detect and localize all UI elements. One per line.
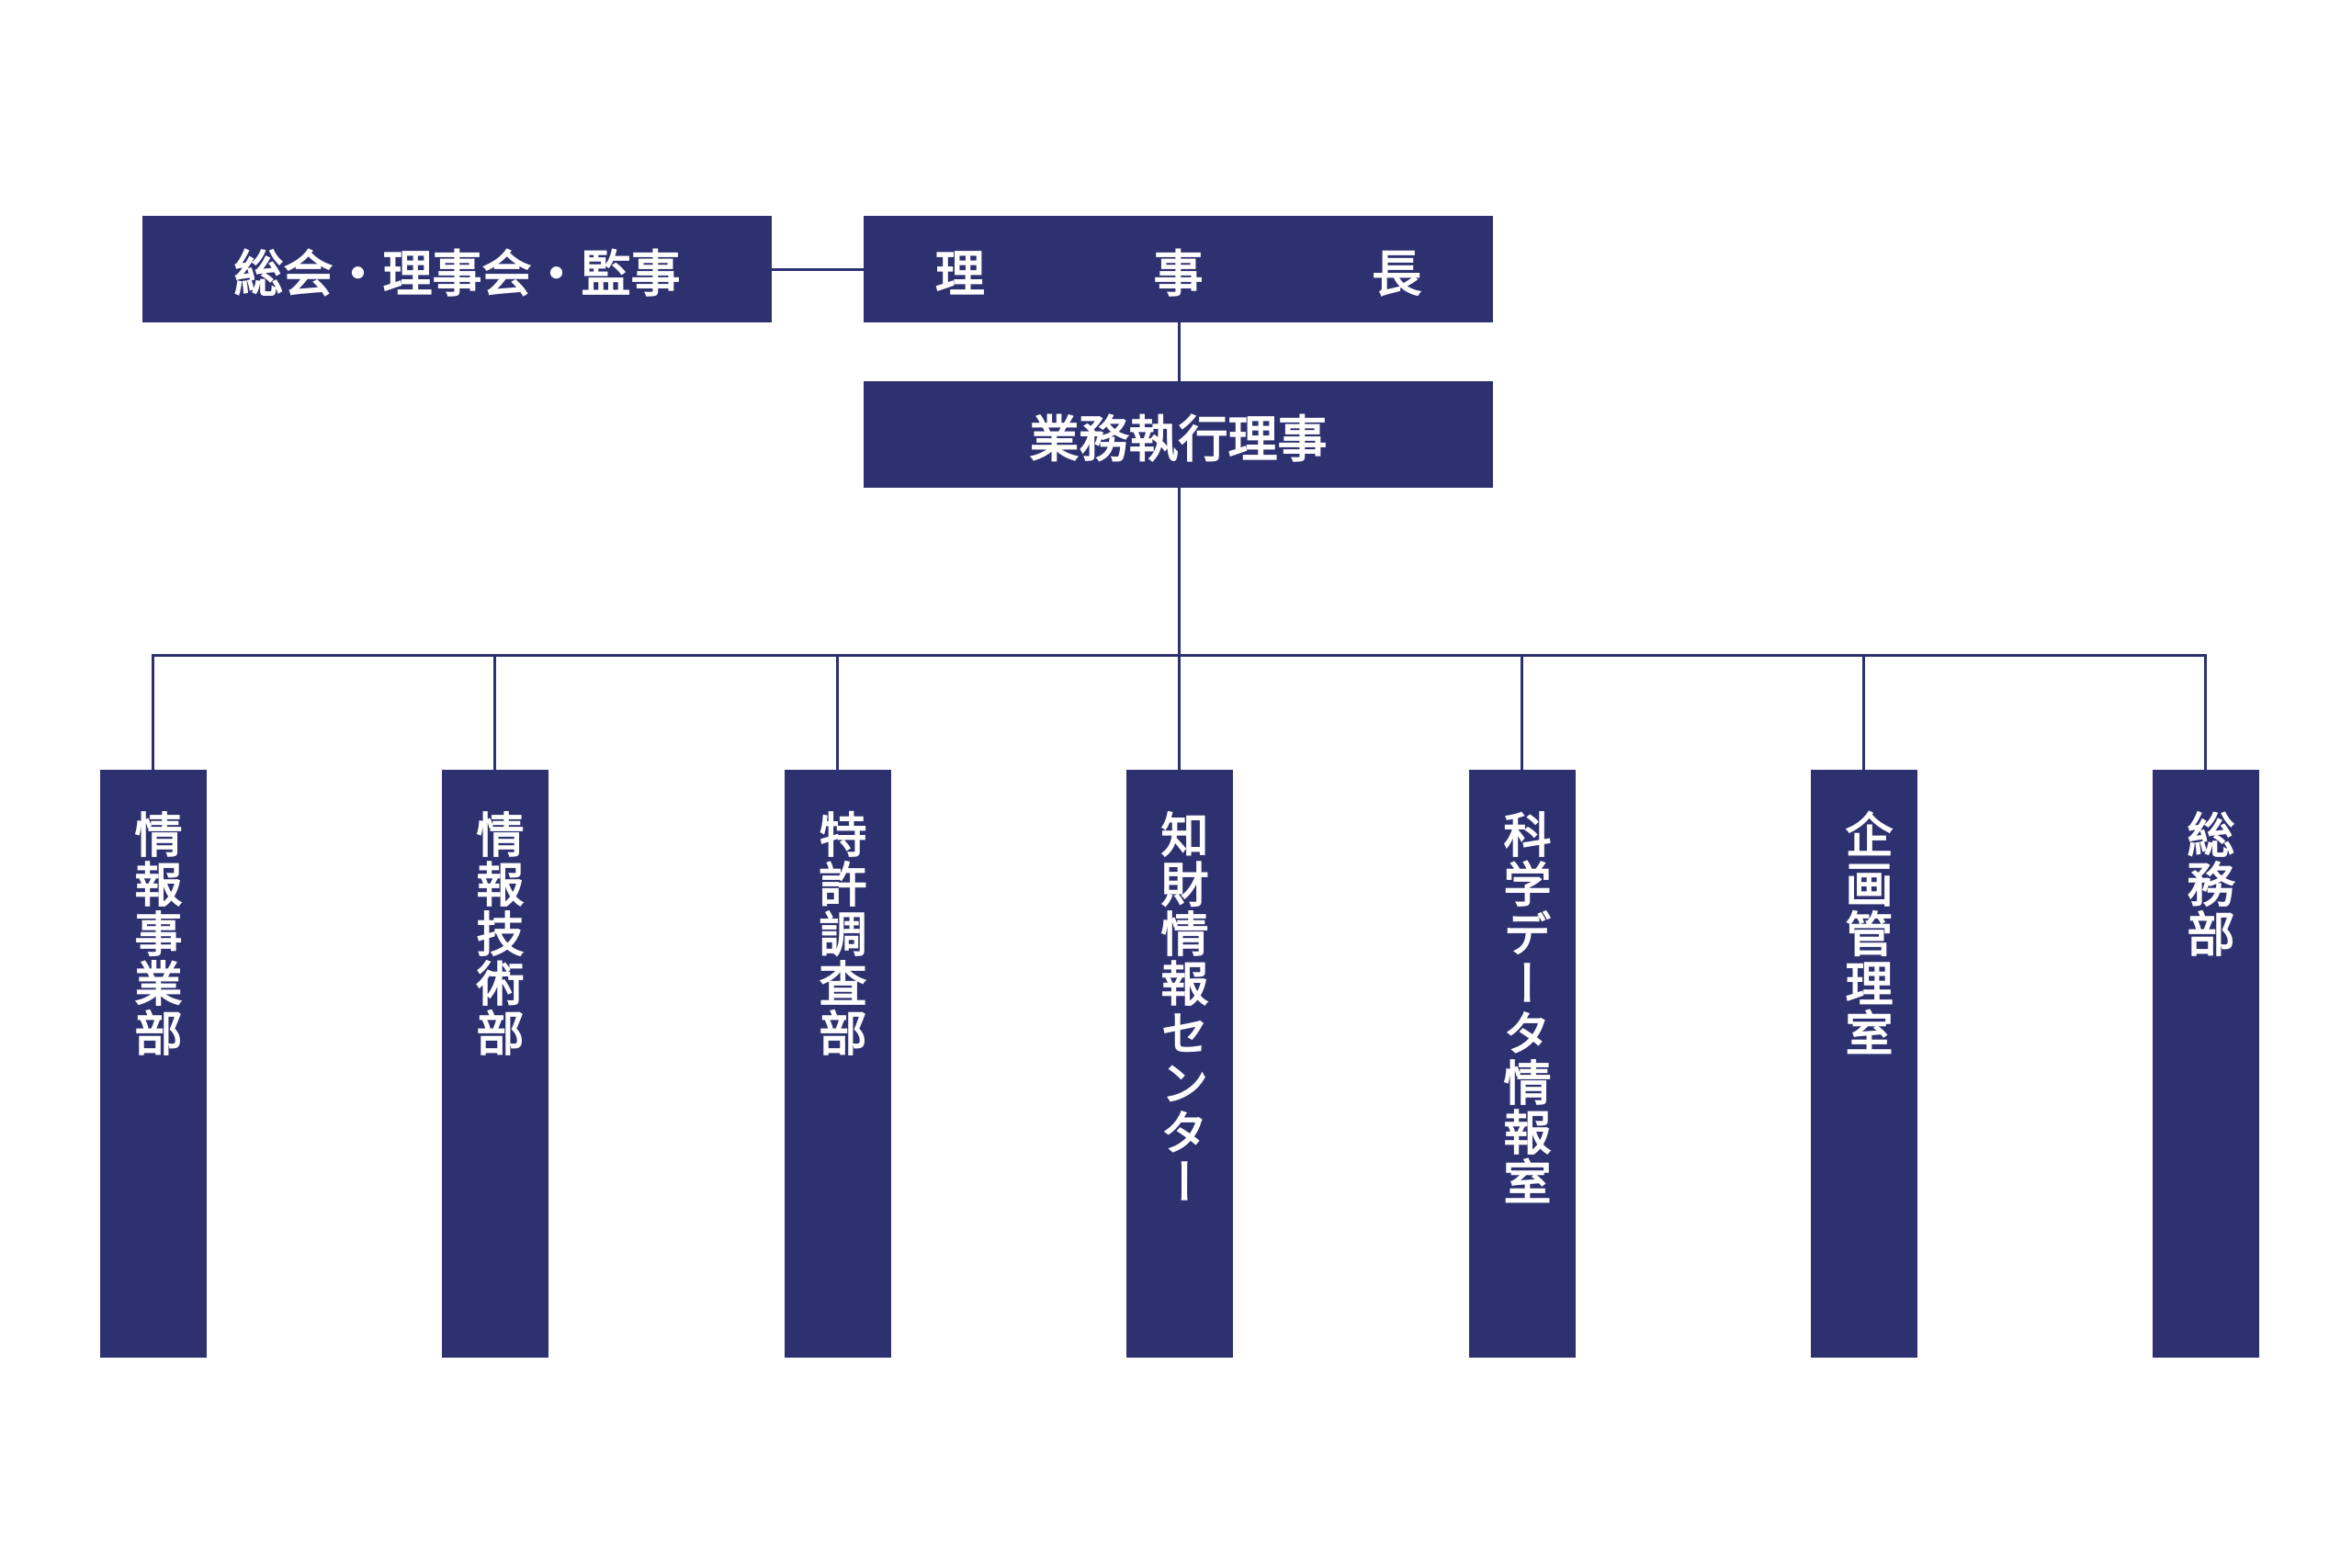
department-box-7: 総務部 bbox=[2153, 770, 2259, 1358]
department-label-4: 知財情報センター bbox=[1152, 810, 1207, 1207]
governance-box: 総会・理事会・監事 bbox=[142, 216, 772, 322]
executive-label: 業務執行理事 bbox=[1029, 410, 1328, 468]
connector-department-3 bbox=[836, 654, 839, 770]
department-box-1: 情報事業部 bbox=[100, 770, 207, 1358]
director-label: 理 事 長 bbox=[934, 244, 1481, 303]
department-label-3: 特許調査部 bbox=[810, 810, 865, 1058]
connector-department-6 bbox=[1862, 654, 1865, 770]
department-label-1: 情報事業部 bbox=[126, 810, 181, 1058]
connector-director-executive bbox=[1178, 321, 1181, 382]
connector-department-1 bbox=[152, 654, 154, 770]
connector-department-7 bbox=[2204, 654, 2207, 770]
connector-department-4 bbox=[1178, 654, 1181, 770]
connector-governance-director bbox=[770, 268, 864, 271]
department-label-2: 情報技術部 bbox=[468, 810, 523, 1058]
executive-box: 業務執行理事 bbox=[864, 381, 1493, 488]
department-box-5: 科学データ情報室 bbox=[1469, 770, 1576, 1358]
department-label-6: 企画管理室 bbox=[1837, 810, 1892, 1058]
department-box-3: 特許調査部 bbox=[785, 770, 891, 1358]
director-box: 理 事 長 bbox=[864, 216, 1493, 322]
department-box-4: 知財情報センター bbox=[1126, 770, 1233, 1358]
department-label-5: 科学データ情報室 bbox=[1495, 810, 1550, 1207]
connector-department-2 bbox=[493, 654, 496, 770]
department-label-7: 総務部 bbox=[2178, 810, 2233, 959]
governance-label: 総会・理事会・監事 bbox=[233, 244, 681, 303]
connector-executive-trunk bbox=[1178, 487, 1181, 656]
department-box-6: 企画管理室 bbox=[1811, 770, 1917, 1358]
department-box-2: 情報技術部 bbox=[442, 770, 548, 1358]
connector-department-5 bbox=[1521, 654, 1523, 770]
